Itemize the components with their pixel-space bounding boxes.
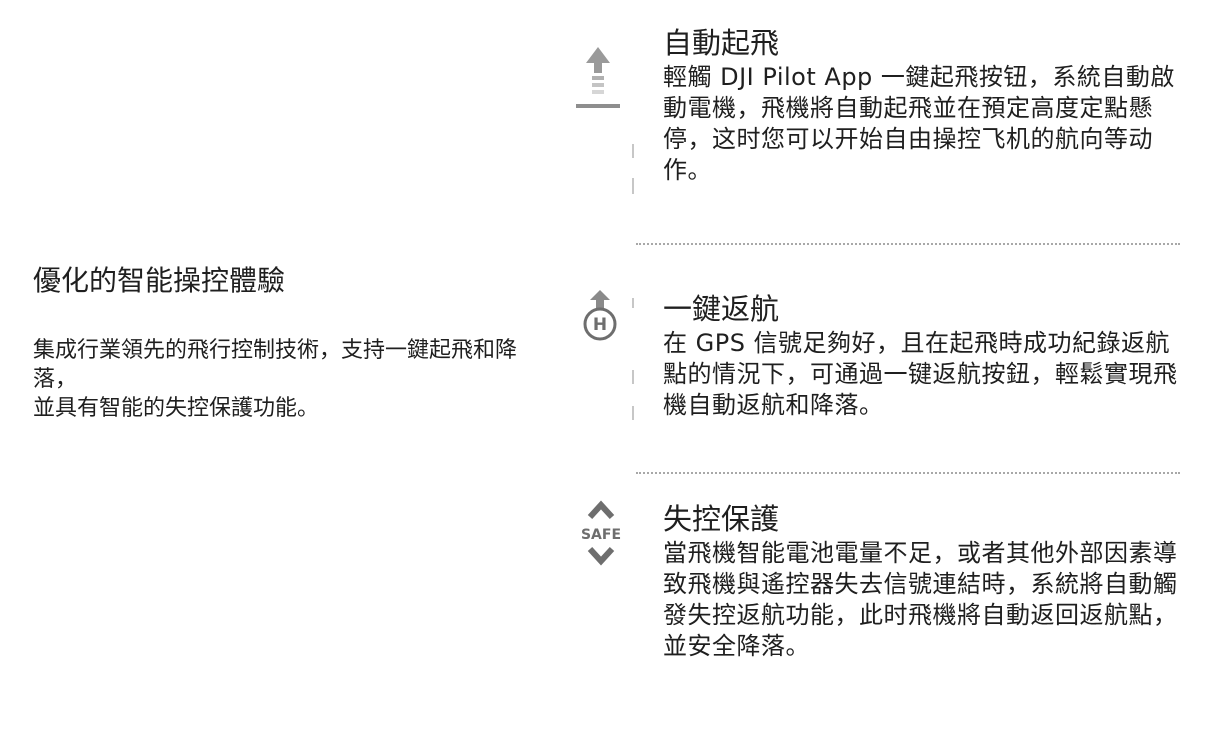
- section-title: 優化的智能操控體驗: [33, 264, 286, 297]
- divider-tick: [632, 178, 634, 194]
- feature-text: 當飛機智能電池電量不足，或者其他外部因素導致飛機與遙控器失去信號連結時，系統將自…: [663, 539, 1178, 660]
- feature-text: 輕觸 DJI Pilot App 一鍵起飛按钮，系統自動啟動電機，飛機將自動起飛…: [663, 63, 1175, 184]
- dotted-divider: [636, 472, 1180, 474]
- safe-icon: SAFE: [581, 500, 621, 566]
- divider-tick: [632, 370, 634, 384]
- feature-fail-safe: 失控保護 當飛機智能電池電量不足，或者其他外部因素導致飛機與遙控器失去信號連結時…: [663, 500, 1183, 662]
- divider-tick: [632, 406, 634, 420]
- takeoff-icon: [576, 47, 620, 108]
- intro-section: 優化的智能操控體驗 集成行業領先的飛行控制技術，支持一鍵起飛和降落， 並具有智能…: [33, 262, 533, 423]
- feature-title: 失控保護: [663, 502, 780, 536]
- dotted-divider: [636, 243, 1180, 245]
- feature-return-home: 一鍵返航 在 GPS 信號足夠好，且在起飛時成功紀錄返航點的情況下，可通過一键返…: [663, 290, 1183, 421]
- svg-text:SAFE: SAFE: [581, 527, 621, 543]
- feature-title: 一鍵返航: [663, 292, 780, 326]
- divider-tick: [632, 298, 634, 308]
- section-description-text: 集成行業領先的飛行控制技術，支持一鍵起飛和降落， 並具有智能的失控保護功能。: [33, 338, 518, 421]
- feature-text: 在 GPS 信號足夠好，且在起飛時成功紀錄返航點的情況下，可通過一键返航按鈕，輕…: [663, 329, 1178, 419]
- feature-auto-takeoff: 自動起飛 輕觸 DJI Pilot App 一鍵起飛按钮，系統自動啟動電機，飛機…: [663, 24, 1183, 186]
- svg-text:H: H: [593, 315, 607, 335]
- section-description: 集成行業領先的飛行控制技術，支持一鍵起飛和降落， 並具有智能的失控保護功能。: [33, 336, 533, 423]
- feature-title: 自動起飛: [663, 26, 780, 60]
- divider-tick: [632, 144, 634, 158]
- return-home-icon: H: [583, 290, 617, 341]
